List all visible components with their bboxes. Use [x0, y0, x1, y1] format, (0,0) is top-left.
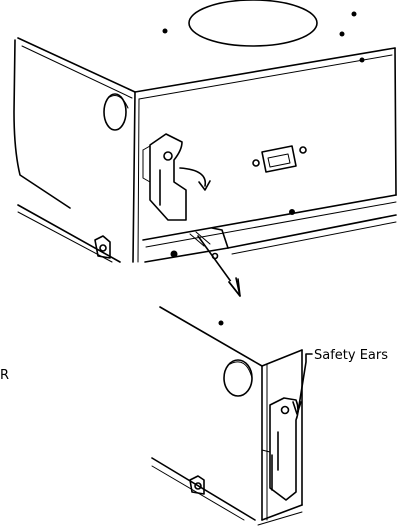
top-face-front-edge-inner — [138, 54, 393, 100]
top-screw-hole — [162, 28, 168, 34]
safety-ear-bracket-top — [142, 133, 187, 221]
front-flange — [142, 194, 397, 241]
break-line — [189, 233, 205, 247]
zoom-rail-tab — [189, 475, 205, 495]
left-rail-tab — [94, 235, 111, 259]
top-screw-hole — [339, 31, 345, 37]
top-face-edge-inner — [21, 45, 133, 99]
callout-arrowhead — [292, 401, 302, 415]
front-rail — [231, 221, 397, 255]
front-rail — [227, 214, 397, 249]
top-face-front-edge — [134, 47, 396, 93]
left-rail — [17, 211, 113, 263]
zoomed-housing-view — [151, 306, 303, 526]
top-oval-knockout — [188, 0, 318, 47]
safety-ear-bracket-zoom — [261, 397, 299, 501]
break-line — [195, 231, 211, 245]
side-round-knockout — [103, 93, 127, 131]
top-screw-hole — [359, 57, 365, 63]
zoom-front-rail — [257, 511, 303, 526]
left-rail-hole — [99, 244, 107, 252]
rotate-arrow — [179, 167, 211, 191]
front-corner-edge-inner — [137, 98, 140, 263]
top-housing-view — [13, 0, 397, 263]
front-corner-edge — [132, 91, 136, 263]
front-connector-port — [252, 145, 307, 173]
left-side-panel — [13, 39, 71, 209]
top-face-edge — [17, 37, 136, 93]
front-flange — [145, 201, 397, 248]
safety-ears-label: Safety Ears — [314, 348, 388, 363]
safety-ears-callout: Safety Ears — [292, 348, 388, 415]
left-partial-letter: R — [0, 368, 9, 383]
zoom-front-rail — [261, 504, 303, 521]
front-right-edge — [394, 47, 397, 196]
zoom-top-face-edge — [159, 306, 263, 367]
view-transition-arrow — [197, 235, 241, 297]
side-round-knockout-rim — [107, 95, 129, 109]
zoom-rail-hole — [194, 482, 202, 490]
zoom-top-screw-hole — [218, 320, 224, 326]
safety-ear-hole — [280, 405, 290, 415]
front-rail-notch — [211, 227, 229, 249]
zoom-top-face-front-edge — [261, 349, 303, 367]
front-bottom-edge — [144, 247, 229, 263]
zoom-side-knockout-rim — [229, 361, 253, 379]
top-screw-hole — [351, 11, 357, 17]
left-rail — [17, 204, 121, 263]
zoom-side-knockout — [223, 359, 253, 397]
callout-leader — [297, 353, 313, 413]
front-screw-hole — [170, 250, 178, 258]
